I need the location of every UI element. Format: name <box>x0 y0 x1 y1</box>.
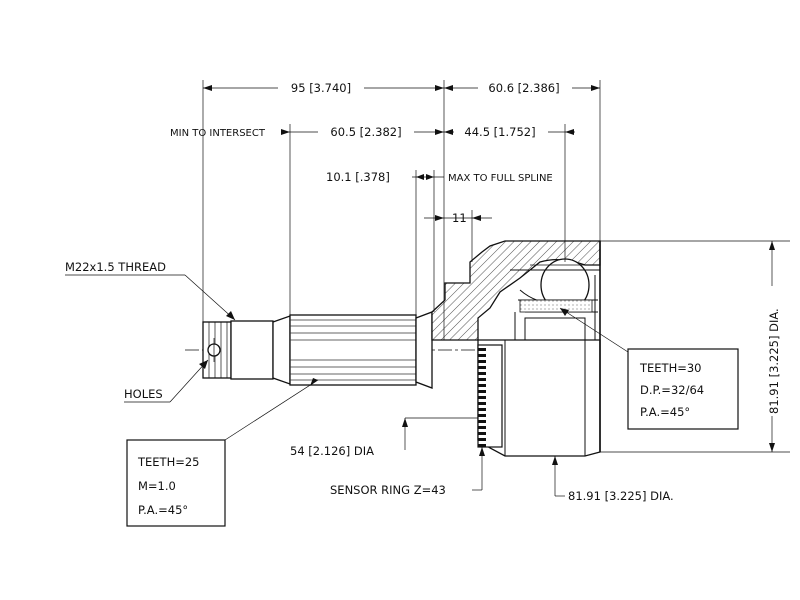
dim-min-to-intersect: 60.5 [2.382] <box>330 125 401 139</box>
bell-housing <box>431 240 601 457</box>
spec-right-teeth: TEETH=30 <box>639 361 702 375</box>
sensor-tooth <box>478 348 486 351</box>
sensor-tooth <box>478 360 486 363</box>
dim-right-inner: 44.5 [1.752] <box>464 125 535 139</box>
min-to-intersect-label: MIN TO INTERSECT <box>170 128 266 139</box>
spec-left-pa: P.A.=45° <box>138 503 188 517</box>
thread-label: M22x1.5 THREAD <box>65 260 166 274</box>
dim-bottom-dia: 81.91 [3.225] DIA. <box>552 456 674 503</box>
sensor-ring-callout: SENSOR RING Z=43 <box>330 447 485 497</box>
shaft-neck <box>230 320 274 380</box>
thread-callout: M22x1.5 THREAD <box>65 260 236 321</box>
sensor-tooth <box>478 354 486 357</box>
sensor-tooth <box>478 384 486 387</box>
holes-label: HOLES <box>124 387 163 401</box>
dim-shaft-dia-text: 54 [2.126] DIA <box>290 444 374 458</box>
spec-left-teeth: TEETH=25 <box>137 455 200 469</box>
max-to-full-spline-label: MAX TO FULL SPLINE <box>448 173 553 184</box>
spec-right-pa: P.A.=45° <box>640 405 690 419</box>
spec-left-module: M=1.0 <box>138 479 176 493</box>
sensor-tooth <box>478 408 486 411</box>
dim-row-third: 10.1 [.378] MAX TO FULL SPLINE <box>326 170 553 315</box>
shaft-spline <box>289 314 417 386</box>
dim-vertical-dia: 81.91 [3.225] DIA. <box>600 240 790 453</box>
dim-row-fourth: 11 <box>424 210 492 262</box>
dim-outer-dia-vertical: 81.91 [3.225] DIA. <box>767 308 781 414</box>
dim-overall-right: 60.6 [2.386] <box>488 81 559 95</box>
dim-shaft-dia: 54 [2.126] DIA <box>290 417 478 458</box>
holes-callout: HOLES <box>124 359 209 403</box>
dim-eleven: 11 <box>452 211 467 225</box>
spec-box-right: TEETH=30 D.P.=32/64 P.A.=45° <box>559 307 739 430</box>
spec-right-dp: D.P.=32/64 <box>640 383 704 397</box>
sensor-tooth <box>478 432 486 435</box>
sensor-tooth <box>478 396 486 399</box>
sensor-tooth <box>478 390 486 393</box>
sensor-tooth <box>478 402 486 405</box>
dim-overall-left: 95 [3.740] <box>291 81 351 95</box>
sensor-tooth <box>478 438 486 441</box>
sensor-tooth <box>478 366 486 369</box>
sensor-tooth <box>478 378 486 381</box>
sensor-tooth <box>478 426 486 429</box>
sensor-tooth <box>478 420 486 423</box>
sensor-tooth <box>478 372 486 375</box>
outer-shaft <box>202 311 433 389</box>
dim-to-full-spline: 10.1 [.378] <box>326 170 390 184</box>
spec-box-left: TEETH=25 M=1.0 P.A.=45° <box>126 378 319 527</box>
sensor-tooth <box>478 444 486 447</box>
sensor-ring-teeth <box>478 348 486 447</box>
dim-row-top: 95 [3.740] 60.6 [2.386] <box>202 80 601 340</box>
sensor-ring-label: SENSOR RING Z=43 <box>330 483 446 497</box>
sensor-tooth <box>478 414 486 417</box>
dim-row-second: MIN TO INTERSECT 60.5 [2.382] 44.5 [1.75… <box>170 124 575 315</box>
dim-outer-dia-bottom: 81.91 [3.225] DIA. <box>568 489 674 503</box>
